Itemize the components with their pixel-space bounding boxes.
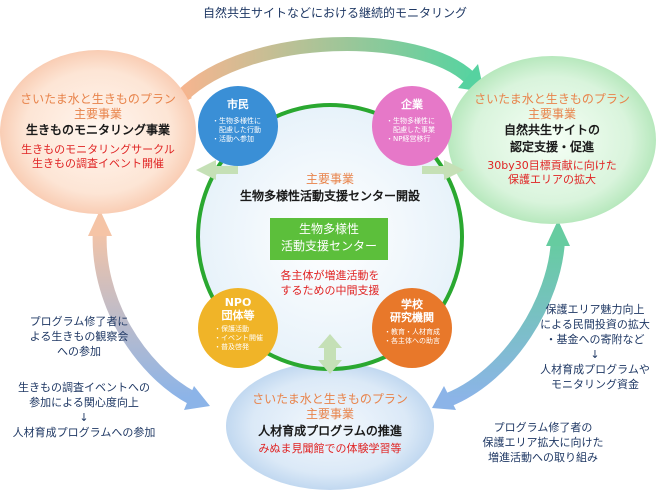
left-note-line: への参加 (57, 345, 101, 358)
left-note-line: よる生きもの観察会 (29, 330, 129, 343)
top-caption: 自然共生サイトなどにおける継続的モニタリング (202, 6, 467, 20)
company-item: ・NP経営移行 (386, 135, 431, 143)
main-project-label: 主要事業 (305, 407, 354, 421)
right-node-title: 自然共生サイトの (503, 123, 600, 137)
npo-item: ・イベント開催 (214, 334, 263, 342)
left-note-line: 生きもの調査イベントへの (18, 381, 150, 394)
right-note-arrow: ↓ (590, 348, 600, 361)
right-node-detail: 30by30目標貢献に向けた (487, 159, 617, 172)
left-note-line: プログラム修了者に (29, 315, 129, 328)
left-node: さいたま水と生きものプラン 主要事業 生きものモニタリング事業 生きものモニタリ… (0, 92, 196, 171)
bottom-node-detail: みぬま見聞館での体験学習等 (258, 442, 402, 455)
school-item: ・各主体への助言 (384, 337, 440, 345)
citizen-item: 配慮した行動 (212, 126, 261, 134)
plan-label: さいたま水と生きものプラン (20, 92, 176, 106)
right-node-title: 認定支援・促進 (509, 140, 594, 154)
left-note-line: 参加による関心度向上 (29, 396, 139, 409)
school-circle: 学校 研究機関 ・教育・人材育成 ・各主体への助言 (372, 298, 452, 346)
center-box: 生物多様性 活動支援センター (270, 221, 388, 255)
main-project-label: 主要事業 (73, 107, 122, 121)
citizen-item: ・生物多様性に (212, 117, 261, 125)
npo-item: ・普及啓発 (214, 343, 249, 351)
right-note-line: モニタリング資金 (551, 378, 639, 391)
right-note-line: 保護エリア拡大に向けた (482, 436, 604, 449)
npo-circle: NPO 団体等 ・保護活動 ・イベント開催 ・普及啓発 (198, 296, 278, 352)
right-note-line: プログラム修了者の (493, 421, 593, 434)
left-note-line: 人材育成プログラムへの参加 (12, 426, 156, 439)
left-note-2: 生きもの調査イベントへの 参加による関心度向上 ↓ 人材育成プログラムへの参加 (0, 380, 168, 440)
citizen-circle: 市民 ・生物多様性に 配慮した行動 ・活動へ参加 (198, 98, 278, 144)
center-box-line: 活動支援センター (280, 239, 377, 253)
right-note-line: による民間投資の拡大 (540, 318, 650, 331)
right-note-line: 人材育成プログラムや (540, 363, 650, 376)
right-note-1: 保護エリア魅力向上 による民間投資の拡大 ・基金への寄附など ↓ 人材育成プログ… (520, 302, 670, 392)
school-name: 学校 (401, 298, 423, 311)
right-note-line: 保護エリア魅力向上 (545, 303, 645, 316)
right-node: さいたま水と生きものプラン 主要事業 自然共生サイトの 認定支援・促進 30by… (452, 92, 652, 187)
npo-item: ・保護活動 (214, 325, 249, 333)
right-note-line: ・基金への寄附など (545, 333, 645, 346)
company-circle: 企業 ・生物多様性に 配慮した事業 ・NP経営移行 (372, 98, 452, 144)
bottom-node: さいたま水と生きものプラン 主要事業 人材育成プログラムの推進 みぬま見聞館での… (226, 392, 434, 456)
center-main-label: 主要事業 (305, 172, 354, 186)
center-subtext: 各主体が増進活動を するための中間支援 (250, 268, 410, 298)
left-node-detail: 生きもの調査イベント開催 (32, 157, 164, 170)
center-box-line: 生物多様性 (298, 222, 359, 236)
center-title: 生物多様性活動支援センター開設 (239, 189, 420, 203)
right-node-detail: 保護エリアの拡大 (508, 173, 596, 186)
right-note-line: 増進活動への取り組み (488, 451, 598, 464)
left-node-detail: 生きものモニタリングサークル (21, 143, 175, 156)
npo-name: 団体等 (221, 309, 255, 322)
company-item: 配慮した事業 (386, 126, 435, 134)
bottom-node-title: 人材育成プログラムの推進 (258, 424, 402, 438)
main-project-label: 主要事業 (527, 107, 576, 121)
company-name: 企業 (401, 98, 423, 111)
school-item: ・教育・人材育成 (384, 328, 440, 336)
citizen-item: ・活動へ参加 (212, 135, 254, 143)
center-subtext-line: 各主体が増進活動を (280, 269, 380, 282)
citizen-name: 市民 (227, 98, 249, 111)
company-item: ・生物多様性に (386, 117, 435, 125)
npo-name: NPO (224, 296, 252, 309)
plan-label: さいたま水と生きものプラン (474, 92, 630, 106)
plan-label: さいたま水と生きものプラン (252, 392, 408, 406)
left-note-arrow: ↓ (79, 411, 89, 424)
left-note-1: プログラム修了者に よる生きもの観察会 への参加 (4, 314, 154, 359)
school-name: 研究機関 (390, 311, 434, 324)
left-node-title: 生きものモニタリング事業 (25, 123, 170, 137)
right-note-2: プログラム修了者の 保護エリア拡大に向けた 増進活動への取り組み (468, 420, 618, 465)
center-subtext-line: するための中間支援 (280, 284, 380, 297)
